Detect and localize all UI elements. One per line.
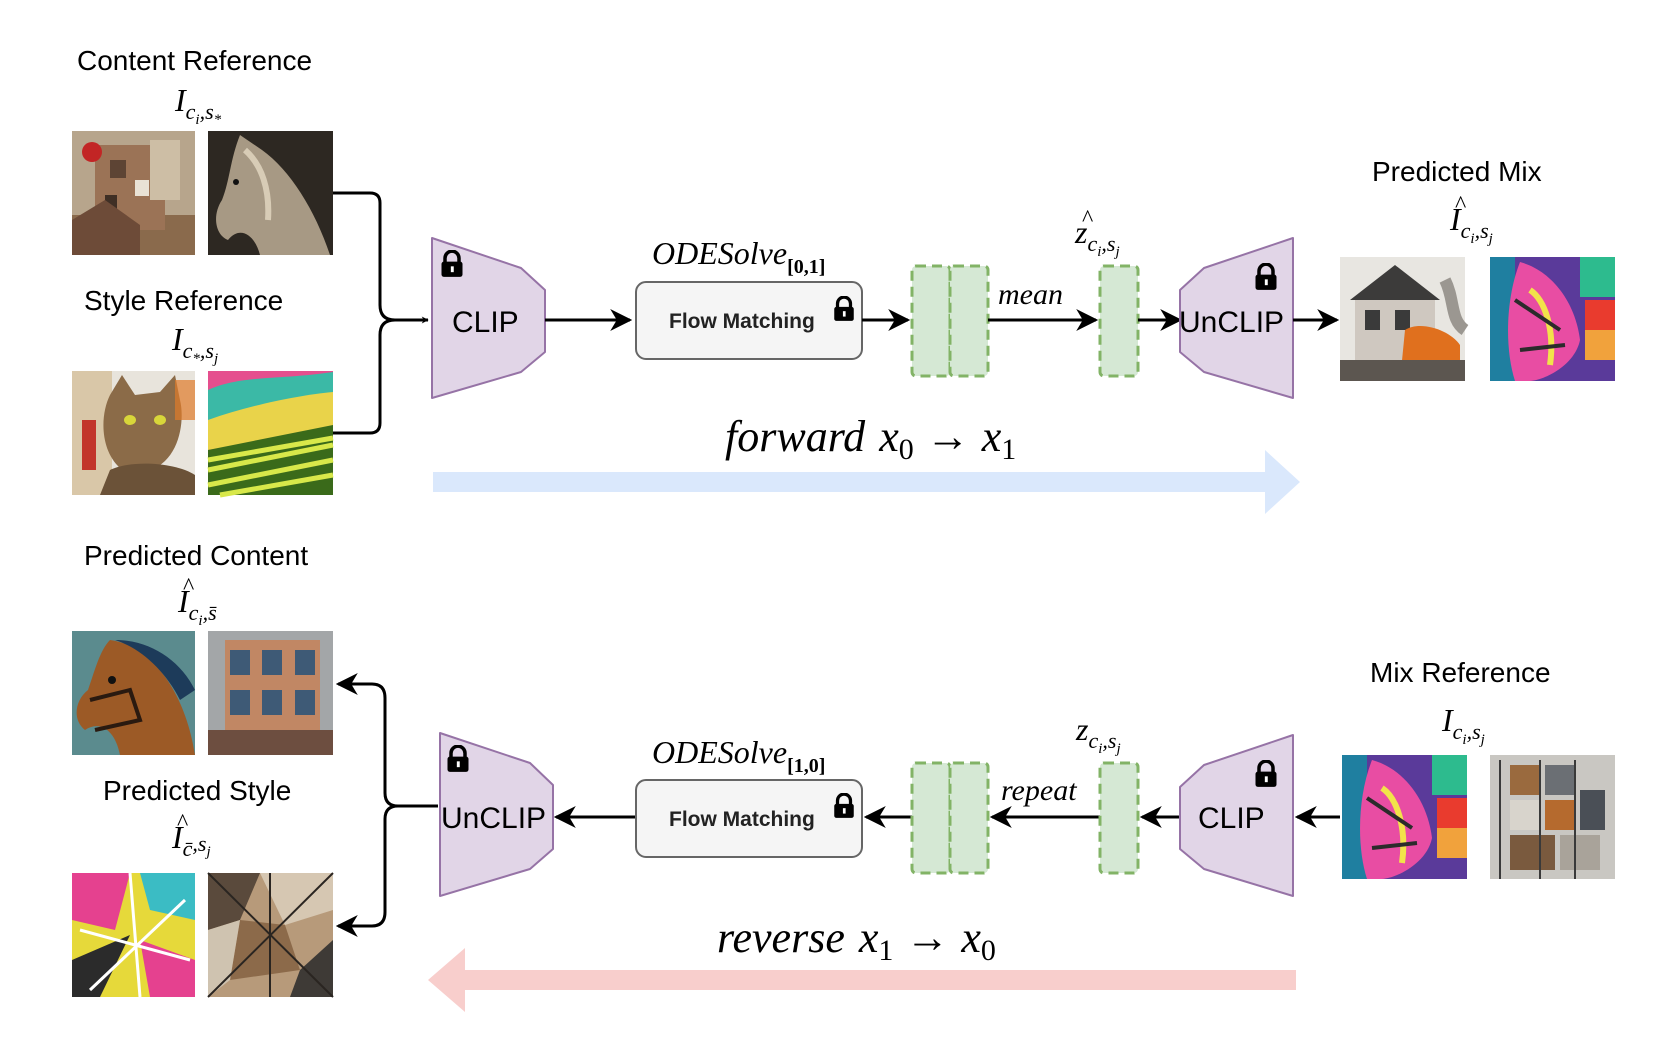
clip-encoder-top-label: CLIP (452, 306, 519, 339)
house-painting-image (1340, 257, 1469, 381)
predicted-content-symbol: Ici,s̄ (177, 583, 217, 629)
building-collage-image (72, 131, 195, 255)
style-reference-title: Style Reference (84, 285, 283, 316)
latent-block-bottom-2 (948, 761, 990, 875)
horse-pixel-image (1490, 257, 1615, 381)
clip-encoder-top (431, 237, 546, 399)
pop-art-landscape-image (207, 371, 334, 498)
ode-solve-label-top: ODESolve[0,1] (652, 235, 825, 278)
tower-building-image (208, 631, 333, 755)
flow-matching-label-bottom: Flow Matching (669, 808, 815, 831)
latent-block-top-1 (910, 264, 952, 378)
ode-solve-label-bottom: ODESolve[1,0] (652, 734, 825, 777)
cat-painting-image (72, 371, 195, 495)
predicted-content-hat: ^ (183, 574, 194, 600)
unclip-decoder-bottom (439, 732, 554, 897)
latent-symbol-bottom: zci,sj (1075, 711, 1121, 757)
unclip-decoder-bottom-label: UnCLIP (441, 802, 546, 835)
horse-sepia-image (208, 131, 333, 255)
flow-matching-block-bottom (635, 779, 863, 858)
unclip-decoder-top-label: UnCLIP (1179, 306, 1284, 339)
predicted-mix-symbol: Ici,sj (1449, 201, 1493, 247)
unclip-to-style-connector (335, 804, 399, 937)
horse-portrait-image (72, 631, 195, 755)
predicted-content-title: Predicted Content (84, 540, 308, 571)
latent-block-top-2 (948, 264, 990, 378)
latent-block-bottom-1 (910, 761, 952, 875)
predicted-mix-hat: ^ (1455, 192, 1466, 218)
flow-matching-label-top: Flow Matching (669, 310, 815, 333)
latent-input-block (1098, 761, 1140, 875)
style-to-clip-connector (333, 318, 396, 435)
repeat-label: repeat (1001, 774, 1077, 807)
clip-encoder-bottom-label: CLIP (1198, 802, 1265, 835)
content-to-clip-connector (333, 191, 429, 324)
forward-direction-arrow (433, 450, 1300, 514)
predicted-mix-title: Predicted Mix (1372, 156, 1542, 187)
pop-art-burst-image (72, 872, 195, 998)
unclip-to-content-connector (335, 673, 438, 808)
cubist-abstract-image (207, 872, 334, 998)
content-reference-symbol: Ici,s* (174, 82, 222, 128)
latent-hat-top: ^ (1082, 206, 1093, 232)
cubist-building-image (1490, 755, 1615, 879)
predicted-style-hat: ^ (177, 810, 188, 836)
predicted-style-title: Predicted Style (103, 775, 291, 806)
latent-mean-block (1098, 264, 1140, 378)
predicted-style-symbol: Ic̄,sj (171, 819, 211, 861)
style-reference-symbol: Ic*,sj (171, 321, 218, 367)
content-reference-title: Content Reference (77, 45, 312, 76)
mix-reference-symbol: Ici,sj (1441, 702, 1485, 748)
reverse-direction-arrow (428, 948, 1296, 1012)
mean-label: mean (998, 278, 1063, 311)
latent-symbol-top: zci,sj (1074, 214, 1120, 260)
mix-reference-title: Mix Reference (1370, 657, 1551, 688)
horse-pixel-image (1342, 755, 1467, 879)
